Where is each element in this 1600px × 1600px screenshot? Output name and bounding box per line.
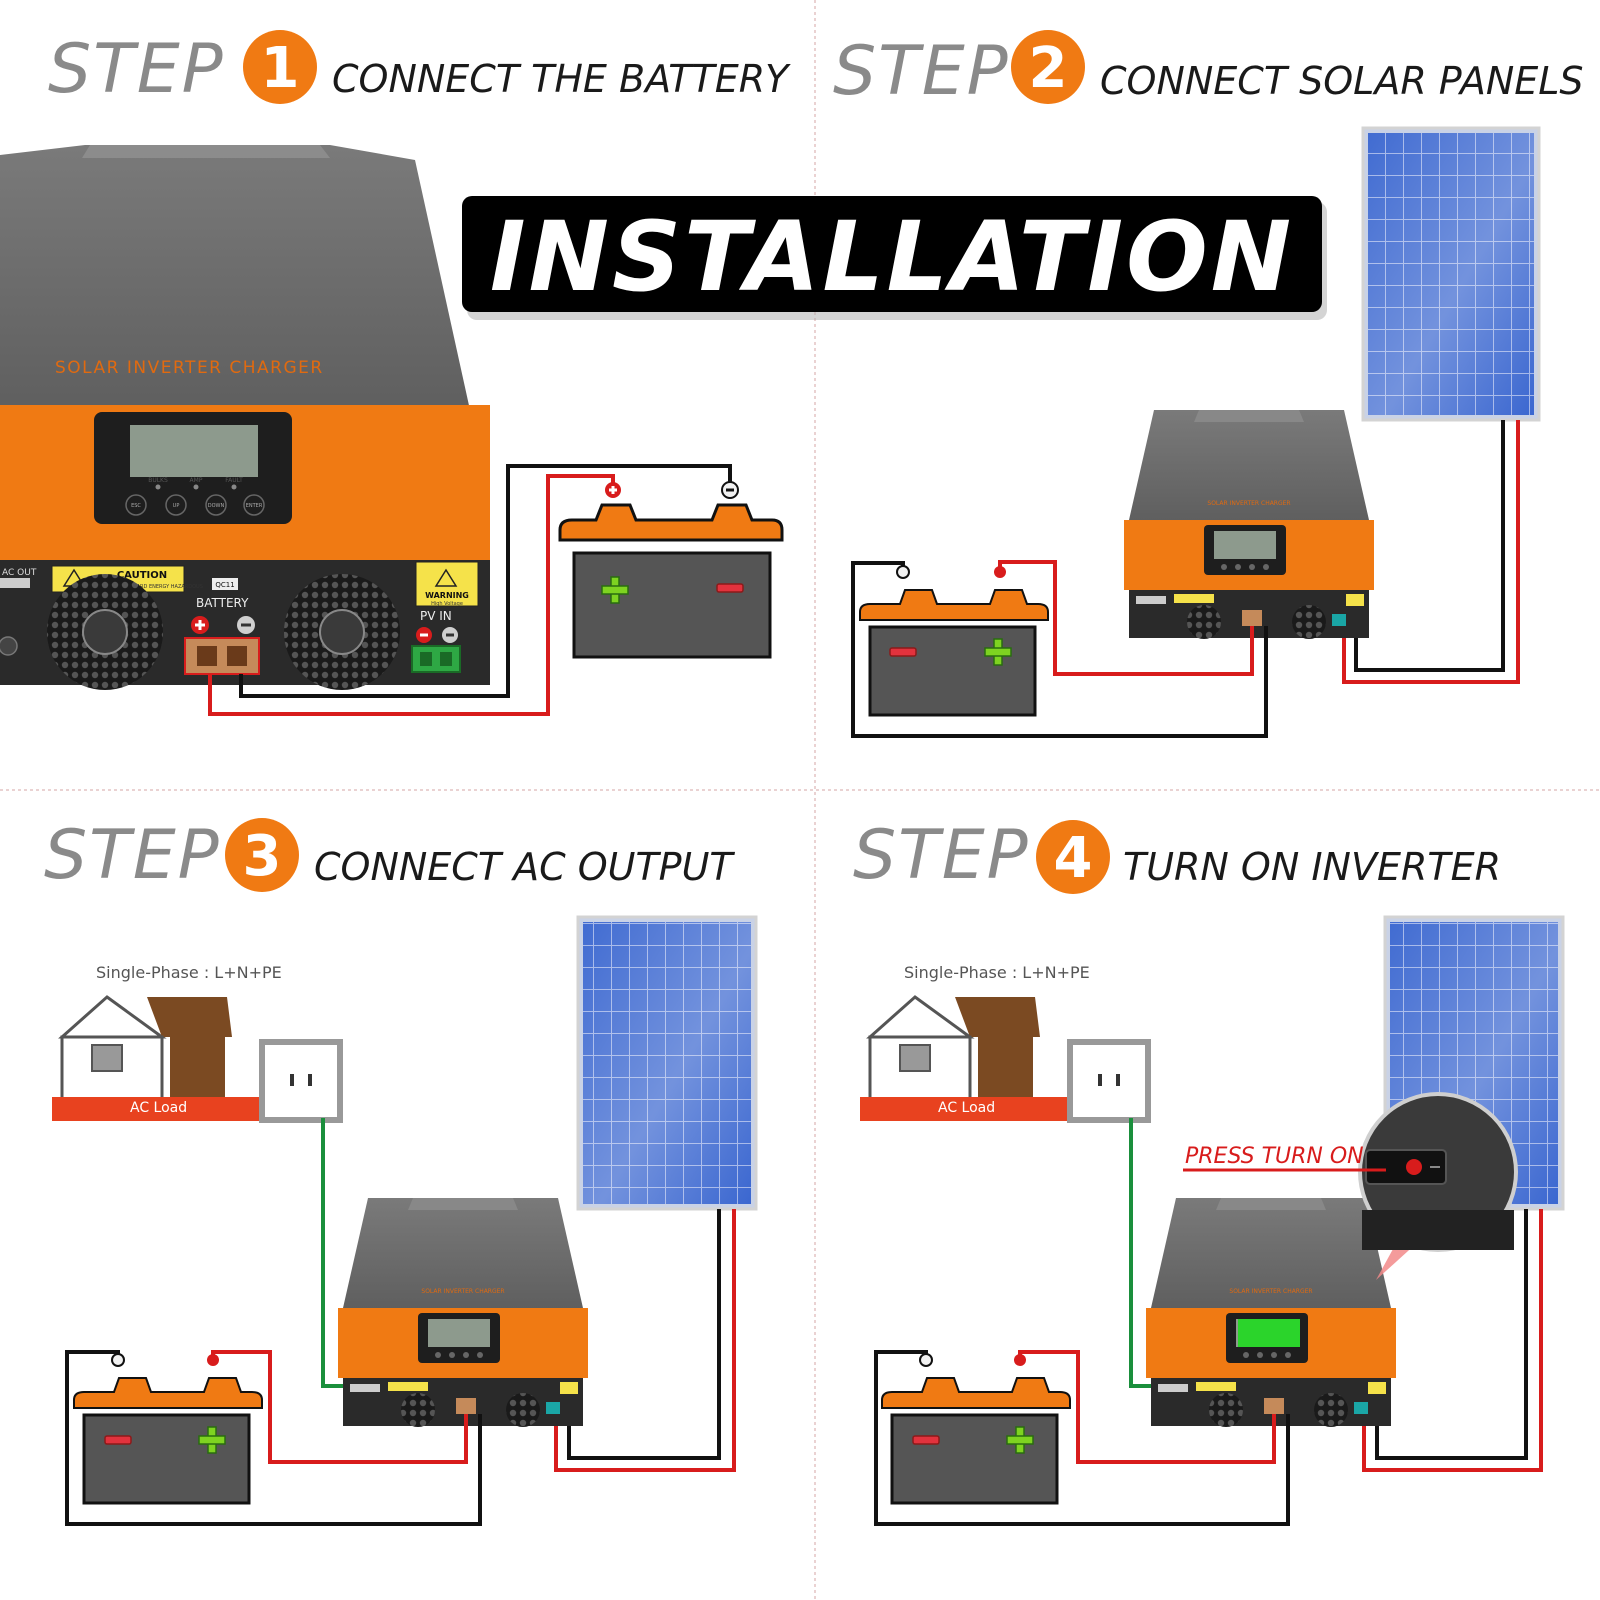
- step4-battery: [880, 1353, 1072, 1505]
- power-switch-led: [1406, 1159, 1422, 1175]
- panel-buttons: ESC UP DOWN ENTER: [125, 494, 265, 516]
- led-label-bulks: BULKS: [148, 477, 168, 484]
- svg-text:ELECTRIC SHOCK HAZARD ENERGY H: ELECTRIC SHOCK HAZARD ENERGY HAZARDOUS: [81, 584, 203, 590]
- step2-solar-panel: [1361, 126, 1541, 422]
- step-2-number: 2: [1029, 36, 1068, 101]
- svg-text:SOLAR INVERTER CHARGER: SOLAR INVERTER CHARGER: [1229, 1288, 1312, 1295]
- svg-text:QC11: QC11: [215, 581, 234, 589]
- step2-inverter: [1124, 410, 1374, 639]
- esc-button[interactable]: [125, 494, 147, 516]
- step-4-badge: [1036, 820, 1110, 894]
- step3-inverter: [338, 1198, 588, 1427]
- step1-battery: [558, 481, 784, 659]
- svg-text:ESC: ESC: [131, 503, 141, 509]
- step4-phase-label: Single-Phase : L+N+PE: [904, 963, 1090, 982]
- step-2-badge: [1011, 30, 1085, 104]
- step3-house: AC Load: [52, 997, 340, 1121]
- svg-text:DOWN: DOWN: [208, 503, 225, 509]
- large-inverter: SOLAR INVERTER CHARGER BULKS AMP FAULT E…: [0, 145, 490, 690]
- svg-text:SOLAR INVERTER CHARGER: SOLAR INVERTER CHARGER: [421, 1288, 504, 1295]
- step-3-word: STEP: [44, 816, 221, 895]
- step3-phase-label: Single-Phase : L+N+PE: [96, 963, 282, 982]
- step-2-title: CONNECT SOLAR PANELS: [1100, 59, 1584, 103]
- step-4-word: STEP: [853, 816, 1030, 895]
- step4-lcd-on: [1238, 1319, 1300, 1347]
- step1-black-wire: [239, 464, 732, 698]
- step3-pv-black-wire: [567, 1209, 721, 1460]
- down-button[interactable]: [205, 494, 227, 516]
- step4-pv-red-wire: [1362, 1209, 1543, 1472]
- led-label-fault: FAULT: [225, 477, 243, 484]
- power-switch-callout: [1358, 1092, 1518, 1280]
- step2-bat-red-wire: [998, 560, 1254, 676]
- step-2: STEP 2 CONNECT SOLAR PANELS SOLAR INVERT…: [833, 30, 1584, 738]
- step3-battery: [72, 1353, 264, 1505]
- step2-bat-black-wire: [851, 561, 1268, 738]
- battery-terminal: [184, 637, 260, 675]
- step-4: STEP 4 TURN ON INVERTER Single-Phase : L…: [853, 816, 1565, 1526]
- press-turn-on-label: PRESS TURN ON: [1185, 1144, 1364, 1169]
- led-label-amp: AMP: [190, 477, 203, 484]
- step-1-word: STEP: [48, 30, 225, 109]
- step4-pv-black-wire: [1375, 1209, 1528, 1460]
- step4-bat-red-wire: [1018, 1350, 1276, 1464]
- up-button[interactable]: [165, 494, 187, 516]
- step2-battery: [858, 565, 1050, 717]
- step4-house: AC Load: [860, 997, 1148, 1121]
- step-1-number: 1: [261, 36, 300, 101]
- step4-inverter: [1146, 1198, 1396, 1427]
- step-1: STEP 1 CONNECT THE BATTERY SOLAR INVERTE…: [0, 30, 791, 716]
- step3-load-label: AC Load: [130, 1100, 187, 1116]
- svg-text:UP: UP: [173, 503, 180, 509]
- step-4-number: 4: [1054, 826, 1093, 891]
- pv-terminal: [411, 645, 461, 673]
- banner-title: INSTALLATION: [490, 201, 1294, 313]
- step-3-title: CONNECT AC OUTPUT: [314, 845, 735, 889]
- step2-pv-red-wire: [1342, 420, 1520, 684]
- step3-solar-panel: [576, 915, 758, 1211]
- step-1-badge: [243, 30, 317, 104]
- step4-load-label: AC Load: [938, 1100, 995, 1116]
- step-3-number: 3: [243, 824, 282, 889]
- battery-port-label: BATTERY: [196, 596, 249, 610]
- step-3-badge: [225, 818, 299, 892]
- ac-out-label: AC OUT: [2, 568, 37, 578]
- svg-text:CAUTION: CAUTION: [117, 570, 167, 581]
- step3-pv-red-wire: [554, 1209, 736, 1472]
- pv-port-label: PV IN: [420, 609, 452, 623]
- step1-red-wire: [208, 474, 615, 716]
- enter-button[interactable]: [243, 494, 265, 516]
- svg-text:High Voltage: High Voltage: [431, 601, 463, 607]
- step-4-title: TURN ON INVERTER: [1123, 845, 1501, 889]
- step-3: STEP 3 CONNECT AC OUTPUT Single-Phase : …: [44, 816, 758, 1526]
- svg-text:WARNING: WARNING: [425, 591, 469, 600]
- step-1-title: CONNECT THE BATTERY: [332, 57, 791, 101]
- brand-text: SOLAR INVERTER CHARGER: [55, 358, 324, 378]
- step2-pv-black-wire: [1354, 420, 1505, 672]
- lcd-screen: [130, 425, 258, 477]
- installation-banner: INSTALLATION: [462, 196, 1327, 320]
- svg-text:SOLAR INVERTER CHARGER: SOLAR INVERTER CHARGER: [1207, 500, 1290, 507]
- svg-text:ENTER: ENTER: [246, 503, 263, 509]
- step3-bat-red-wire: [211, 1350, 468, 1464]
- step-2-word: STEP: [833, 32, 1010, 111]
